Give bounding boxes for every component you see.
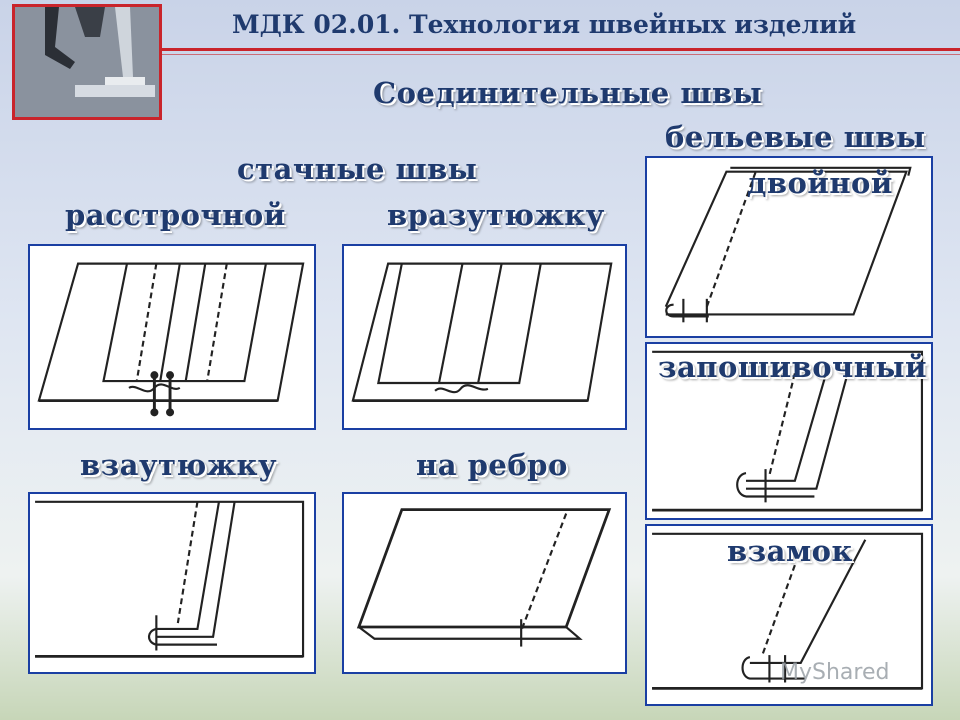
diagram-vzamok	[645, 524, 933, 706]
course-logo-image	[12, 4, 162, 120]
watermark-text: MyShared	[780, 660, 890, 685]
diagram-rasstrochnoy	[28, 244, 316, 430]
seam-label-zaposhivochny: запошивочный	[658, 350, 928, 384]
diagram-zaposhivochny	[645, 342, 933, 520]
header-divider	[160, 48, 960, 51]
seam-label-vzamok: взамок	[727, 534, 853, 568]
seam-label-rasstrochnoy: расстрочной	[65, 198, 286, 232]
group-label-stachnye: стачные швы	[237, 152, 478, 186]
diagram-na-rebro	[342, 492, 627, 674]
header-divider-thin	[160, 54, 960, 55]
course-title: МДК 02.01. Технология швейных изделий	[232, 10, 857, 39]
diagram-vrazutyuzhku	[342, 244, 627, 430]
slide-title: Соединительные швы	[373, 76, 763, 110]
seam-label-na-rebro: на ребро	[416, 448, 568, 482]
diagram-dvoynoy	[645, 156, 933, 338]
seam-label-dvoynoy: двойной	[747, 166, 893, 200]
seam-label-vrazutyuzhku: вразутюжку	[387, 198, 605, 232]
diagram-vzautyuzhku	[28, 492, 316, 674]
seam-label-vzautyuzhku: взаутюжку	[80, 448, 278, 482]
group-label-belevye: бельевые швы	[665, 120, 926, 154]
